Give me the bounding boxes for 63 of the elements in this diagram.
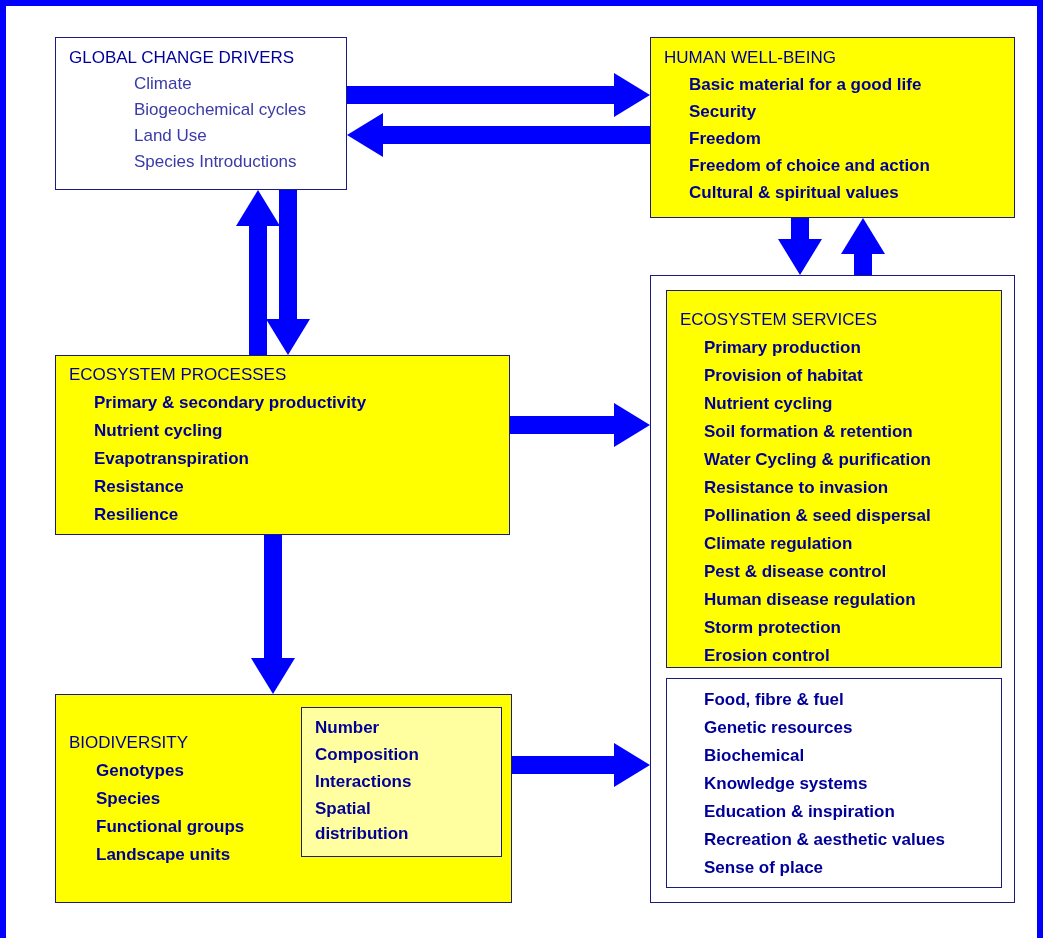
arrow (236, 190, 280, 355)
list-item: Landscape units (96, 844, 231, 866)
list-item: Biochemical (704, 745, 805, 767)
services-box (666, 678, 1002, 888)
arrow (841, 218, 885, 275)
list-item: Resistance (94, 476, 184, 498)
list-item: Primary production (704, 337, 861, 359)
arrow (266, 190, 310, 355)
list-item: Recreation & aesthetic values (704, 829, 945, 851)
list-item: Resilience (94, 504, 179, 526)
list-item: Composition (315, 744, 419, 766)
heading: GLOBAL CHANGE DRIVERS (69, 47, 295, 69)
list-item: Resistance to invasion (704, 477, 889, 499)
services-box (666, 290, 1002, 668)
arrow (347, 73, 650, 117)
list-item: Pollination & seed dispersal (704, 505, 931, 527)
outcome-box (650, 37, 1015, 218)
heading: ECOSYSTEM PROCESSES (69, 364, 287, 386)
list-item: Education & inspiration (704, 801, 895, 823)
arrow (510, 403, 650, 447)
list-item: Species (96, 788, 161, 810)
list-item: Evapotranspiration (94, 448, 249, 470)
list-item: Erosion control (704, 645, 830, 667)
arrow (512, 743, 650, 787)
list-item: Security (689, 101, 757, 123)
biodiversity-box (55, 694, 512, 903)
arrow (251, 535, 295, 694)
list-item: Basic material for a good life (689, 74, 922, 96)
driver-box (55, 37, 347, 190)
list-item: Biogeochemical cycles (134, 99, 306, 121)
list-item: Knowledge systems (704, 773, 868, 795)
list-item: Climate regulation (704, 533, 853, 555)
list-item: Nutrient cycling (94, 420, 223, 442)
list-item: Number (315, 717, 380, 739)
heading: BIODIVERSITY (69, 732, 189, 754)
list-item: Freedom (689, 128, 761, 150)
arrow (347, 113, 650, 157)
list-item: Food, fibre & fuel (704, 689, 844, 711)
list-item: Genotypes (96, 760, 184, 782)
list-item: Nutrient cycling (704, 393, 833, 415)
list-item: Cultural & spiritual values (689, 182, 899, 204)
list-item: Storm protection (704, 617, 841, 639)
list-item: Genetic resources (704, 717, 853, 739)
list-item: Freedom of choice and action (689, 155, 930, 177)
list-item: Functional groups (96, 816, 245, 838)
list-item: Spatial distribution (315, 798, 410, 845)
list-item: Land Use (134, 125, 207, 147)
process-box (55, 355, 510, 535)
list-item: Human disease regulation (704, 589, 916, 611)
list-item: Primary & secondary productivity (94, 392, 367, 414)
heading: HUMAN WELL-BEING (664, 47, 836, 69)
list-item: Water Cycling & purification (704, 449, 931, 471)
arrow (778, 218, 822, 275)
list-item: Species Introductions (134, 151, 297, 173)
attribute-box (301, 707, 502, 857)
heading: ECOSYSTEM SERVICES (680, 309, 878, 331)
list-item: Interactions (315, 771, 412, 793)
list-item: Soil formation & retention (704, 421, 913, 443)
list-item: Pest & disease control (704, 561, 887, 583)
list-item: Sense of place (704, 857, 824, 879)
list-item: Climate (134, 73, 192, 95)
list-item: Provision of habitat (704, 365, 863, 387)
group-box (650, 275, 1015, 903)
